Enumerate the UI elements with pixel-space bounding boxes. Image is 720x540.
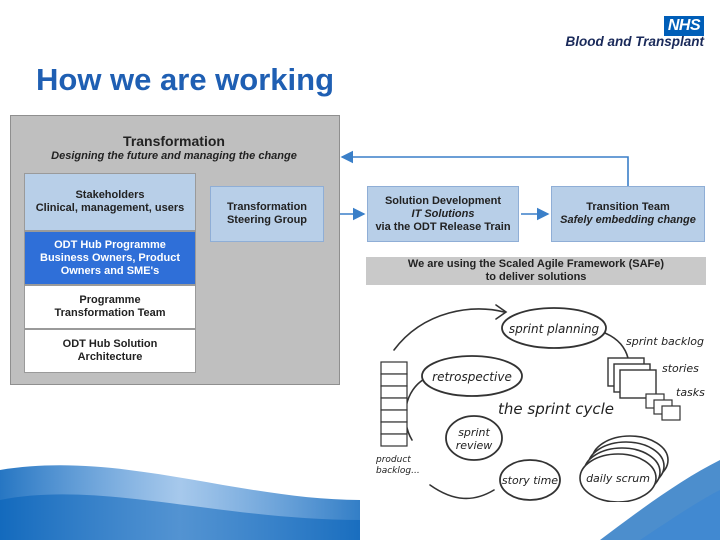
programme-title: ODT Hub Programme	[54, 238, 166, 251]
sprint-planning-bubble: sprint planning	[501, 307, 607, 349]
stakeholders-box: Stakeholders Clinical, management, users	[24, 173, 196, 231]
daily-scrum-label: daily scrum	[586, 472, 650, 485]
decorative-wave-footer	[0, 460, 720, 540]
daily-scrum-bubble	[579, 435, 669, 502]
odt-hub-programme-box: ODT Hub Programme Business Owners, Produ…	[24, 231, 196, 285]
sprint-cycle-center-label: the sprint cycle	[498, 400, 614, 418]
stakeholders-title: Stakeholders	[75, 189, 145, 201]
product-backlog-label-1: product	[375, 455, 411, 465]
sprint-review-label-1: sprint	[458, 426, 490, 439]
stories-stack	[607, 357, 657, 399]
tasks-stack	[645, 393, 681, 421]
stakeholders-detail: Clinical, management, users	[35, 202, 185, 214]
retrospective-label: retrospective	[432, 370, 512, 384]
programme-detail-2: Owners and SME's	[60, 264, 160, 277]
safe-line-2: to deliver solutions	[485, 271, 587, 283]
programme-transformation-team-box: Programme Transformation Team	[24, 285, 196, 329]
product-backlog-label-2: backlog...	[376, 466, 420, 476]
team-detail: Transformation Team	[54, 307, 166, 319]
transition-title: Transition Team	[586, 201, 670, 213]
steering-line-1: Transformation	[226, 201, 308, 213]
cycle-arrow-top-head	[495, 304, 508, 320]
steering-group-box: Transformation Steering Group	[210, 186, 324, 242]
solution-architecture-box: ODT Hub Solution Architecture	[24, 329, 196, 373]
story-time-label: story time	[502, 474, 558, 487]
safe-banner: We are using the Scaled Agile Framework …	[366, 257, 706, 285]
feedback-arrow	[340, 150, 629, 186]
page-title: How we are working	[36, 62, 335, 97]
sprint-review-label-2: review	[456, 439, 493, 452]
sprint-cycle-diagram: sprint planning sprint backlog stories t…	[375, 304, 705, 502]
product-backlog-column	[380, 361, 408, 447]
stories-label: stories	[662, 362, 699, 375]
transformation-subheading: Designing the future and managing the ch…	[51, 150, 297, 162]
solution-title: Solution Development	[384, 194, 502, 207]
team-title: Programme	[79, 294, 141, 306]
tasks-label: tasks	[676, 386, 705, 399]
sprint-backlog-label: sprint backlog	[626, 335, 704, 348]
story-time-bubble: story time	[499, 459, 561, 501]
cycle-arrow-top	[393, 308, 505, 351]
architecture-detail: Architecture	[77, 351, 143, 363]
transformation-heading: Transformation	[123, 133, 225, 149]
nhs-logo-badge: NHS	[664, 16, 704, 36]
sprint-planning-label: sprint planning	[509, 322, 600, 336]
architecture-title: ODT Hub Solution	[62, 338, 158, 350]
transition-subtitle: Safely embedding change	[560, 214, 696, 226]
solution-development-box: Solution Development IT Solutions via th…	[367, 186, 519, 242]
organisation-name: Blood and Transplant	[565, 34, 704, 49]
transition-team-box: Transition Team Safely embedding change	[551, 186, 705, 242]
cycle-arrow-left	[404, 377, 427, 441]
solution-subtitle: IT Solutions	[411, 207, 475, 220]
sprint-review-bubble: sprint review	[445, 415, 503, 461]
cycle-arrow-bottom	[429, 484, 495, 500]
steering-line-2: Steering Group	[226, 214, 308, 226]
retrospective-bubble: retrospective	[421, 355, 523, 397]
programme-detail-1: Business Owners, Product	[40, 251, 180, 264]
solution-detail: via the ODT Release Train	[375, 220, 511, 233]
safe-line-1: We are using the Scaled Agile Framework …	[407, 258, 665, 270]
